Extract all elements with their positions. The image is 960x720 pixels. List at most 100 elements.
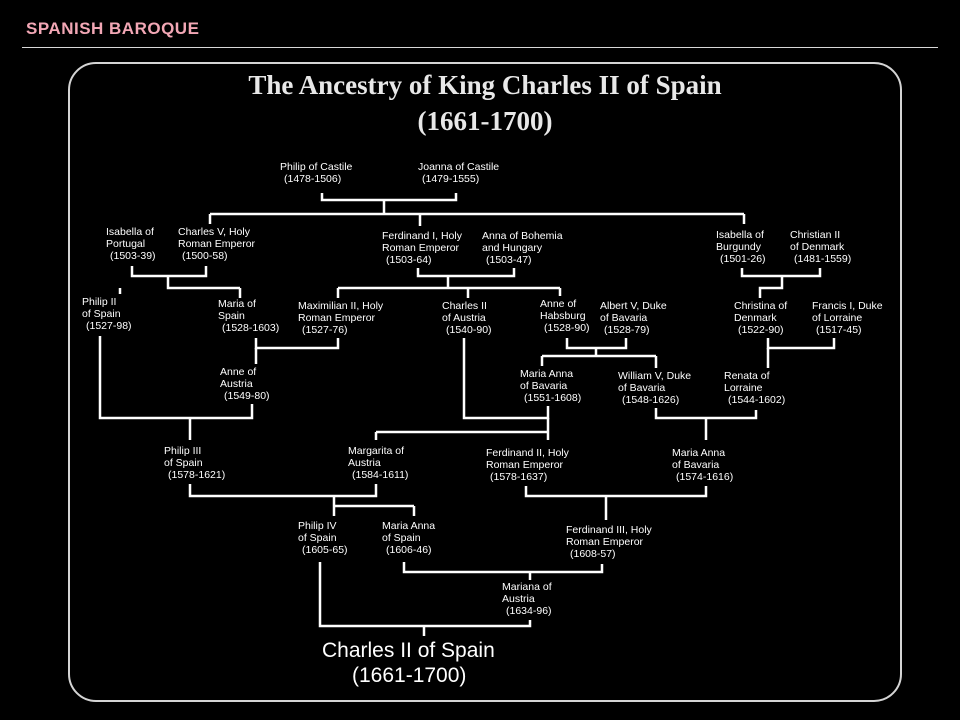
chart-title-years: (1661-1700): [417, 106, 553, 136]
person-name-line: Austria: [502, 593, 535, 605]
person-name-line: Maria Anna: [672, 447, 726, 459]
person-years: (1548-1626): [622, 394, 680, 406]
person-name-line: Austria: [220, 378, 253, 390]
person-name-line: Maria Anna: [382, 520, 436, 532]
connector: [130, 266, 208, 278]
person-name-line: Roman Emperor: [566, 536, 644, 548]
person-name-line: Burgundy: [716, 241, 761, 253]
person-name-line: of Spain: [382, 532, 421, 544]
person-name-line: Ferdinand III, Holy: [566, 524, 652, 536]
person-name-line: Denmark: [734, 312, 777, 324]
person-name-line: of Lorraine: [812, 312, 863, 324]
person-name-line: Albert V, Duke: [600, 300, 667, 312]
charles-ii-of-spain: Charles II of Spain (1661-1700): [322, 638, 495, 688]
person-name-line: Ferdinand I, Holy: [382, 230, 462, 242]
final-years: (1661-1700): [352, 664, 467, 687]
header-rule: [22, 47, 938, 48]
person-years: (1605-65): [302, 544, 348, 556]
person-name-line: Philip IV: [298, 520, 337, 532]
connector: [758, 276, 784, 298]
person-years: (1584-1611): [352, 469, 409, 481]
person-years: (1527-98): [86, 320, 132, 332]
person-years: (1606-46): [386, 544, 432, 556]
connector: [565, 338, 628, 350]
person-years: (1528-1603): [222, 322, 280, 334]
person-philip-of-castile: Philip of Castile(1478-1506): [280, 161, 352, 185]
person-name-line: Roman Emperor: [178, 238, 256, 250]
person-name-line: Charles V, Holy: [178, 226, 250, 238]
connector: [98, 336, 254, 420]
person-name-line: Philip III: [164, 445, 202, 457]
person-name-line: Maximilian II, Holy: [298, 300, 384, 312]
connector: [254, 338, 340, 350]
person-years: (1634-96): [506, 605, 552, 617]
person-years: (1528-90): [544, 322, 590, 334]
person-years: (1540-90): [446, 324, 492, 336]
connector: [524, 486, 708, 498]
person-name-line: Christian II: [790, 229, 841, 241]
person-name-line: of Spain: [164, 457, 203, 469]
person-years: (1481-1559): [794, 253, 852, 265]
person-name-line: Anne of: [540, 298, 577, 310]
person-years: (1544-1602): [728, 394, 786, 406]
section-header: SPANISH BAROQUE: [26, 19, 200, 38]
person-name-line: Roman Emperor: [486, 459, 564, 471]
person-name-line: Francis I, Duke: [812, 300, 883, 312]
person-years: (1528-79): [604, 324, 650, 336]
person-name-line: Maria Anna: [520, 368, 574, 380]
person-years: (1517-45): [816, 324, 862, 336]
person-years: (1527-76): [302, 324, 348, 336]
person-name-line: Philip II: [82, 296, 117, 308]
person-years: (1578-1621): [168, 469, 226, 481]
connector: [166, 276, 240, 290]
person-name-line: Mariana of: [502, 581, 552, 593]
person-name-line: Renata of: [724, 370, 770, 382]
person-name-line: of Bavaria: [600, 312, 648, 324]
person-name-line: Isabella of: [716, 229, 764, 241]
person-name-line: and Hungary: [482, 242, 543, 254]
person-name-line: of Denmark: [790, 241, 845, 253]
person-name-line: Lorraine: [724, 382, 763, 394]
person-name-line: Charles II: [442, 300, 487, 312]
connector: [320, 193, 458, 202]
person-name-line: Roman Emperor: [382, 242, 460, 254]
connector: [402, 562, 604, 574]
person-years: (1500-58): [182, 250, 228, 262]
person-name-line: of Austria: [442, 312, 486, 324]
person-years: (1503-39): [110, 250, 156, 262]
person-name-line: of Bavaria: [672, 459, 720, 471]
person-years: (1522-90): [738, 324, 784, 336]
person-years: (1503-47): [486, 254, 532, 266]
person-name-line: Philip of Castile: [280, 161, 353, 173]
person-name-line: Spain: [218, 310, 245, 322]
person-years: (1574-1616): [676, 471, 734, 483]
person-name-line: Anna of Bohemia: [482, 230, 563, 242]
person-name-line: of Spain: [298, 532, 337, 544]
person-name-line: Maria of: [218, 298, 256, 310]
person-name-line: Ferdinand II, Holy: [486, 447, 569, 459]
